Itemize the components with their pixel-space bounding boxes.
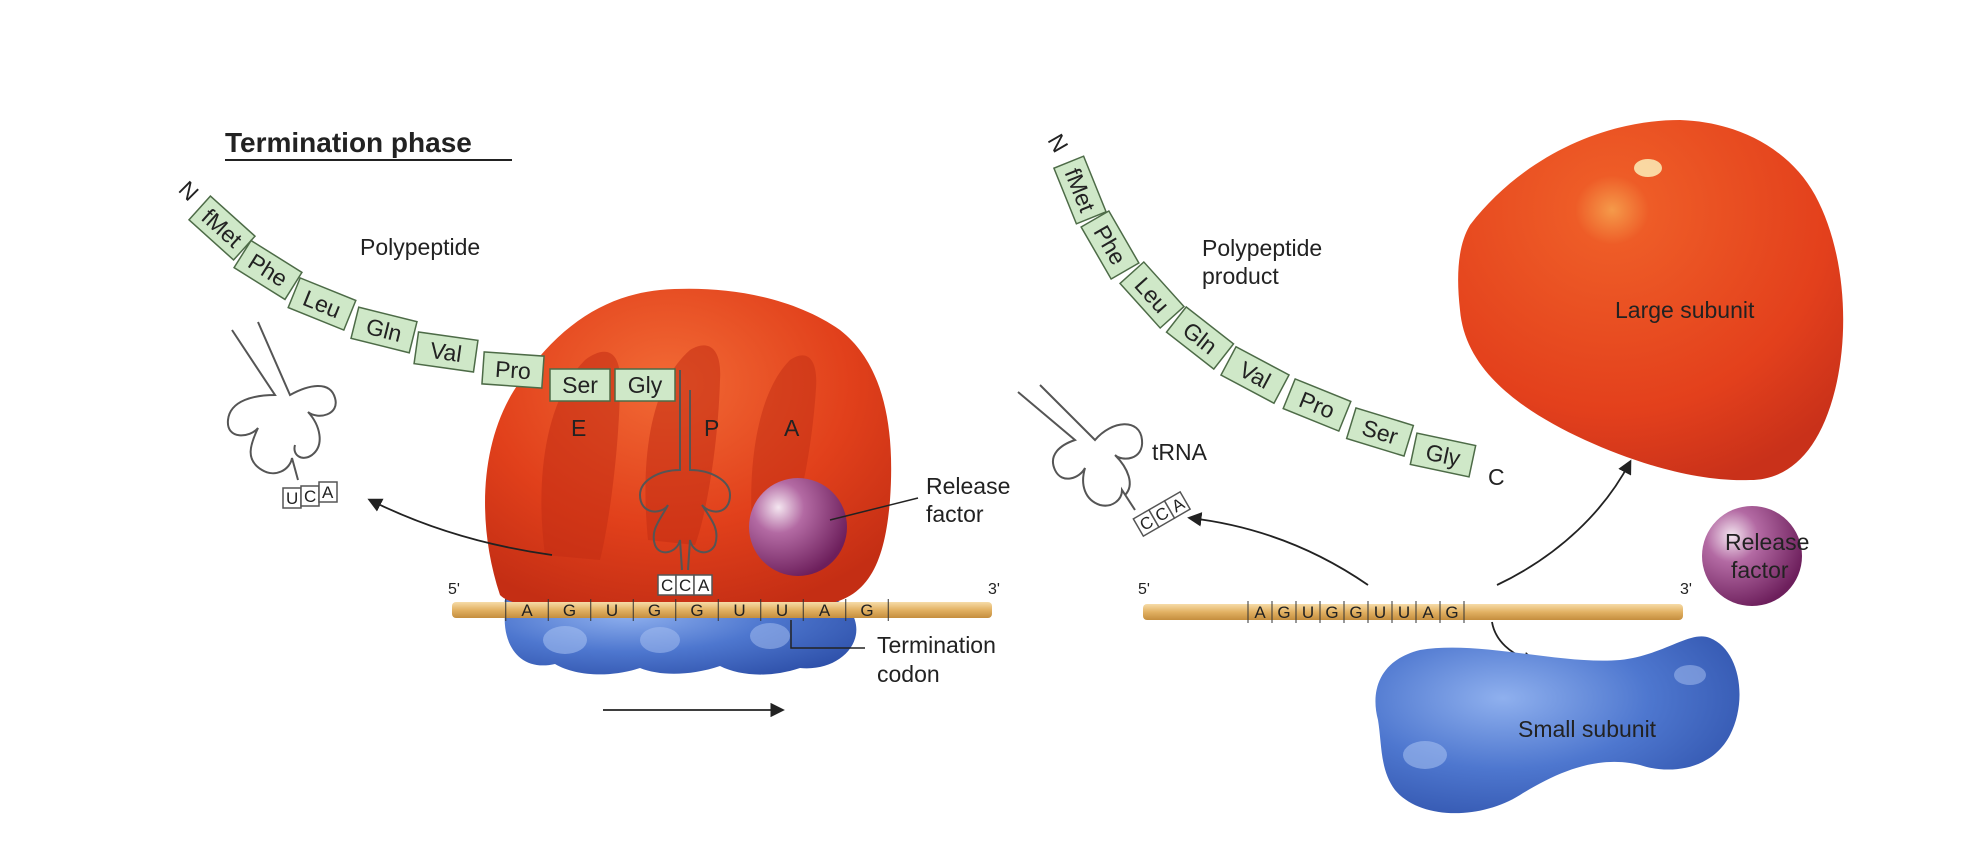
termination-codon-label-1: Termination [877, 632, 996, 658]
right-mrna-5-label: 5' [1138, 581, 1150, 598]
left-amino-acid-ser: Ser [549, 368, 611, 402]
left-anticodon-c2: C [679, 576, 691, 595]
site-label-e: E [571, 415, 586, 441]
right-release-factor [1702, 506, 1802, 606]
left-base-4: G [690, 601, 703, 620]
left-exiting-anticodon-a: A [322, 483, 334, 502]
left-amino-acid-pro: Pro [481, 351, 545, 389]
left-mrna-3-label: 3' [988, 581, 1000, 598]
left-exiting-trna-anticodon [282, 481, 338, 509]
right-amino-acid-pro: Pro [1282, 377, 1352, 433]
left-amino-acid-gly: Gly [614, 368, 676, 402]
right-base-8: G [1445, 603, 1458, 622]
left-base-3: G [648, 601, 661, 620]
right-n-terminus: N [1043, 129, 1074, 156]
right-amino-acid-gly: Gly [1409, 432, 1477, 478]
right-amino-acid-ser: Ser [1345, 406, 1415, 458]
svg-text:Gly: Gly [628, 372, 663, 398]
right-small-subunit-label: Small subunit [1518, 716, 1657, 742]
termination-codon-leader [790, 620, 865, 649]
right-polypeptide-label-1: Polypeptide [1202, 235, 1322, 261]
right-amino-acid-leu: Leu [1118, 260, 1186, 330]
left-anticodon-a: A [698, 576, 710, 595]
right-trna-release-arrow [1187, 512, 1369, 586]
left-polypeptide-label: Polypeptide [360, 234, 480, 260]
right-large-subunit-label: Large subunit [1615, 297, 1755, 323]
left-exiting-anticodon-c: C [304, 487, 316, 506]
left-amino-acid-phe: Phe [233, 239, 303, 301]
left-base-7: A [819, 601, 831, 620]
svg-text:Ser: Ser [562, 372, 598, 398]
right-small-subunit [1375, 636, 1740, 814]
left-amino-acid-leu: Leu [287, 276, 357, 332]
right-large-subunit-arrow [1496, 459, 1632, 586]
svg-text:Pro: Pro [494, 356, 532, 384]
left-n-terminus: N [174, 176, 204, 206]
left-base-0: A [521, 601, 533, 620]
site-label-a: A [784, 415, 800, 441]
right-base-7: A [1422, 603, 1434, 622]
right-base-4: G [1349, 603, 1362, 622]
left-release-factor-leader [829, 497, 919, 521]
left-exiting-trna [226, 321, 337, 481]
right-release-factor-label-2: factor [1731, 557, 1789, 583]
right-base-2: U [1302, 603, 1314, 622]
right-base-1: G [1277, 603, 1290, 622]
site-label-p: P [704, 415, 719, 441]
right-base-6: U [1398, 603, 1410, 622]
right-amino-acid-val: Val [1219, 345, 1291, 405]
left-anticodon-c1: C [661, 576, 673, 595]
right-trna-label: tRNA [1152, 439, 1208, 465]
right-amino-acid-phe: Phe [1080, 209, 1140, 281]
right-polypeptide-label-2: product [1202, 263, 1279, 289]
left-base-2: U [606, 601, 618, 620]
left-release-factor-label-2: factor [926, 501, 984, 527]
right-mrna-strand [1143, 604, 1683, 620]
right-release-factor-label-1: Release [1725, 529, 1809, 555]
svg-text:Val: Val [429, 337, 464, 367]
left-exit-arrow [367, 498, 553, 556]
right-amino-acid-gln: Gln [1165, 305, 1235, 371]
left-mrna-strand [452, 602, 992, 618]
left-base-5: U [733, 601, 745, 620]
left-base-8: G [860, 601, 873, 620]
left-base-1: G [563, 601, 576, 620]
left-bound-trna [638, 370, 732, 571]
right-c-terminus: C [1488, 464, 1505, 490]
right-free-trna-anticodon: C C A [1132, 490, 1192, 538]
page-title: Termination phase [225, 127, 472, 158]
left-base-6: U [776, 601, 788, 620]
right-base-5: U [1374, 603, 1386, 622]
right-mrna-3-label: 3' [1680, 581, 1692, 598]
right-amino-acid-fmet: fMet [1052, 155, 1108, 225]
left-amino-acid-val: Val [413, 331, 479, 373]
termination-codon-label-2: codon [877, 661, 940, 687]
right-base-0: A [1254, 603, 1266, 622]
left-release-factor-label-1: Release [926, 473, 1010, 499]
left-exiting-anticodon-u: U [286, 489, 298, 508]
left-bound-trna-anticodon [657, 574, 713, 596]
left-release-factor [749, 478, 847, 576]
left-mrna-5-label: 5' [448, 581, 460, 598]
right-base-3: G [1325, 603, 1338, 622]
left-amino-acid-gln: Gln [350, 306, 418, 354]
right-large-subunit [1458, 120, 1844, 481]
right-free-trna [1017, 384, 1144, 511]
